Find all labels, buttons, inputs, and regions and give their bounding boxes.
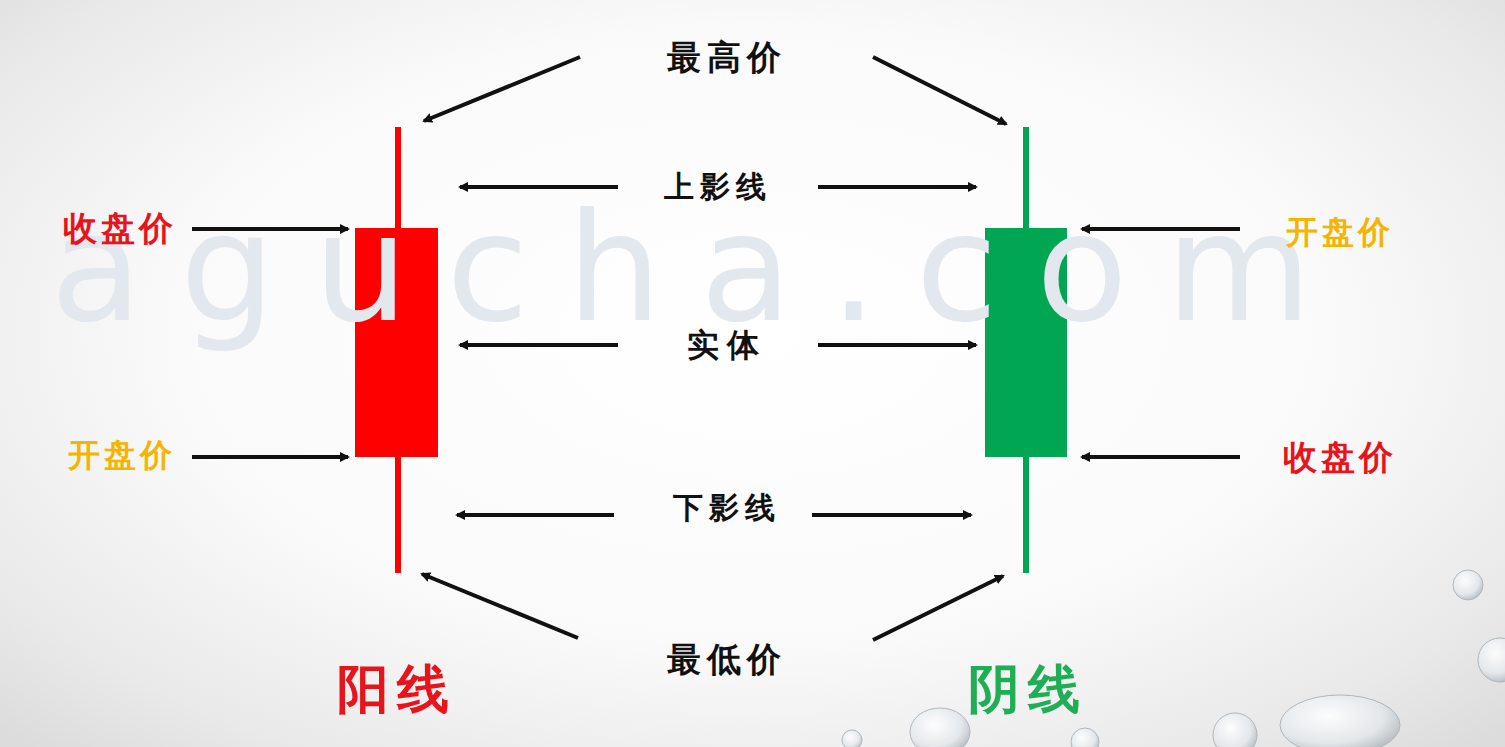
part-label: 下影线 (673, 491, 781, 526)
price-label: 最低价 (667, 640, 787, 679)
part-label: 上影线 (664, 170, 772, 205)
part-label: 实体 (687, 327, 767, 364)
candle-name: 阴线 (968, 660, 1088, 720)
price-label: 收盘价 (1283, 438, 1397, 477)
water-drops (842, 570, 1505, 747)
price-label: 开盘价 (1286, 214, 1394, 251)
price-label: 开盘价 (68, 437, 176, 474)
candle-name: 阳线 (337, 660, 457, 720)
price-label: 最高价 (667, 38, 787, 77)
price-label: 收盘价 (63, 209, 177, 248)
